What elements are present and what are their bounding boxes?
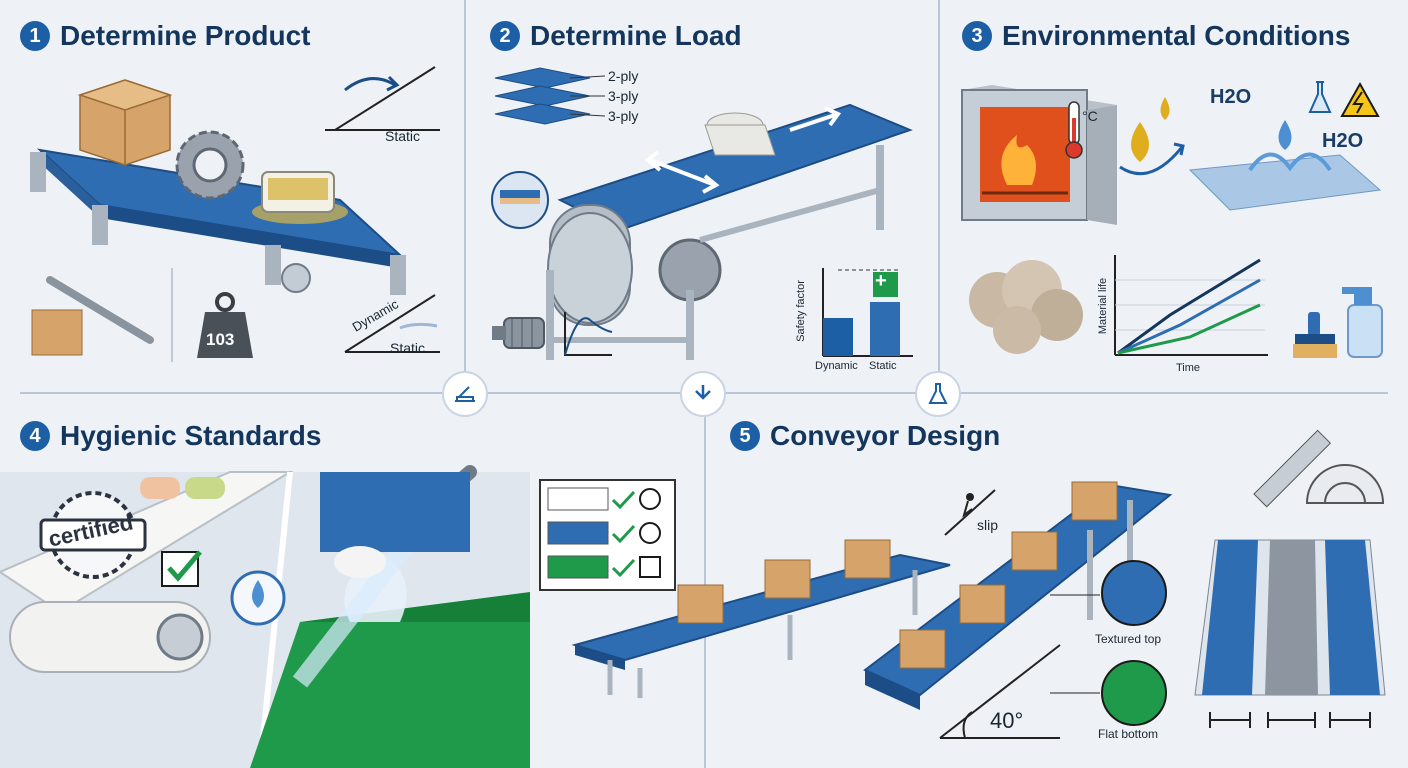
belt-swatch-checklist xyxy=(539,479,676,591)
torque-curve-icon xyxy=(564,312,613,356)
checkmark-icon xyxy=(161,550,202,587)
panel-3-title-text: Environmental Conditions xyxy=(1002,20,1351,51)
product-conveyor-illustration xyxy=(30,79,406,362)
slip-label: slip xyxy=(977,517,999,533)
static-bottom-label: Static xyxy=(390,340,426,356)
panel-4-title-text: Hygienic Standards xyxy=(60,420,322,451)
flask-badge xyxy=(915,371,961,417)
belt-widths-illustration xyxy=(1194,539,1386,728)
load-conveyor-illustration xyxy=(491,103,913,360)
slip-icon xyxy=(944,489,996,536)
bar-static-label: Static xyxy=(869,360,897,372)
bar-dynamic-label: Dynamic xyxy=(815,360,858,372)
h2o-label-2: H2O xyxy=(1322,130,1364,152)
material-life-chart xyxy=(1114,255,1268,356)
water-drop-badge-icon xyxy=(230,570,286,626)
panel-5-title: 5 Conveyor Design xyxy=(730,420,1000,452)
ply-layers-illustration xyxy=(494,67,606,125)
press-badge xyxy=(442,371,488,417)
protractor-icon xyxy=(1305,464,1385,504)
time-axis-label: Time xyxy=(1176,362,1201,374)
water-drop-icon xyxy=(1188,120,1382,211)
static-graph-icon xyxy=(325,66,440,131)
spray-bottle-icon xyxy=(1342,287,1383,358)
brush-icon xyxy=(1293,312,1337,358)
temp-unit-label: °C xyxy=(1082,108,1098,124)
motor-icon xyxy=(492,317,545,349)
dust-cloud-illustration xyxy=(969,260,1083,354)
ruler-icon xyxy=(1253,429,1332,508)
dynamic-graph-icon xyxy=(344,294,440,353)
panel-4-number: 4 xyxy=(20,421,50,451)
panel-1-title: 1 Determine Product xyxy=(20,20,311,52)
panel-2-title-text: Determine Load xyxy=(530,20,742,51)
ply-label-3: 3-ply xyxy=(608,108,639,124)
flask-icon xyxy=(928,383,948,404)
material-life-axis-label: Material life xyxy=(1097,277,1110,335)
panel-5-number: 5 xyxy=(730,421,760,451)
panel-4-title: 4 Hygienic Standards xyxy=(20,420,321,452)
divider-1-2 xyxy=(464,0,466,380)
thermometer-icon xyxy=(1065,101,1083,159)
oil-drop-icon xyxy=(1119,97,1185,176)
safety-factor-chart xyxy=(822,268,913,357)
divider-2-3 xyxy=(938,0,940,380)
chevron-down-icon xyxy=(695,385,711,400)
panel-1-title-text: Determine Product xyxy=(60,20,311,51)
safety-plus: + xyxy=(875,270,887,292)
ply-label-2: 3-ply xyxy=(608,88,639,104)
panel-3-number: 3 xyxy=(962,21,992,51)
safety-axis-label: Safety factor xyxy=(794,280,807,342)
panel-5-title-text: Conveyor Design xyxy=(770,420,1001,451)
flask-small-icon xyxy=(1308,81,1332,113)
panel-3-title: 3 Environmental Conditions xyxy=(962,20,1350,52)
chevron-badge xyxy=(680,371,726,417)
weight-icon xyxy=(197,292,253,358)
panel-1-number: 1 xyxy=(20,21,50,51)
incline-conveyor-illustration xyxy=(863,481,1173,739)
certified-stamp xyxy=(39,491,147,579)
warning-icon xyxy=(1340,81,1380,117)
textured-top-label: Textured top xyxy=(1095,632,1162,646)
textured-top-swatch xyxy=(1050,560,1167,626)
panel-2-title: 2 Determine Load xyxy=(490,20,742,52)
angle-label: 40° xyxy=(990,708,1024,733)
h2o-label-1: H2O xyxy=(1210,86,1252,108)
ply-label-1: 2-ply xyxy=(608,68,639,84)
press-icon xyxy=(455,386,475,402)
flat-conveyor-illustration xyxy=(571,539,951,698)
weight-value: 103 xyxy=(206,330,235,349)
flat-bottom-label: Flat bottom xyxy=(1098,727,1159,741)
flat-bottom-swatch xyxy=(1050,660,1167,726)
panel-2-number: 2 xyxy=(490,21,520,51)
static-top-label: Static xyxy=(385,128,421,144)
furnace-illustration xyxy=(961,85,1117,225)
